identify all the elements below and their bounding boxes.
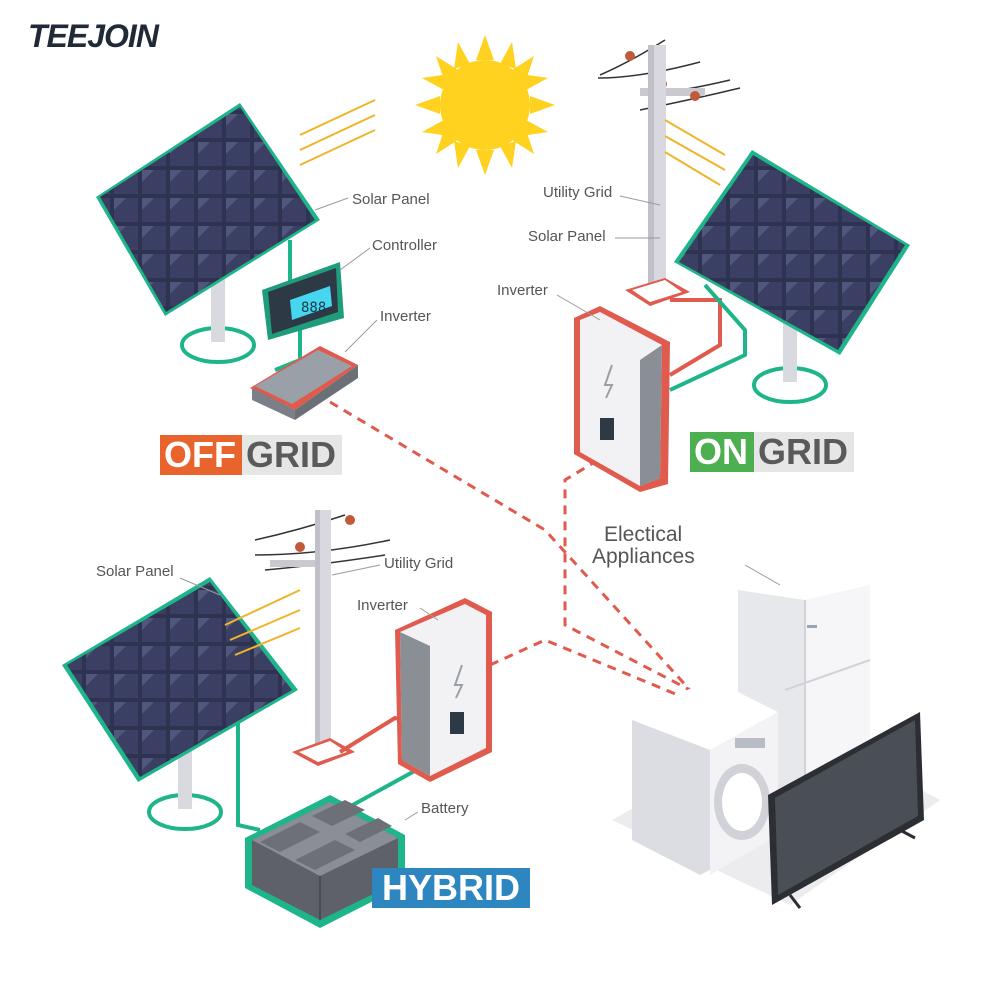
label-leader-lines	[179, 195, 781, 821]
ongrid-inverter-label: Inverter	[497, 282, 548, 299]
ongrid-badge-accent: ON	[690, 432, 754, 472]
ongrid-badge-rest: GRID	[754, 432, 854, 472]
hybrid-badge-text: HYBRID	[372, 868, 531, 908]
offgrid-solar-panel-label: Solar Panel	[352, 191, 430, 208]
hybrid-badge: HYBRID	[372, 868, 531, 908]
ongrid-utility-grid-label: Utility Grid	[543, 184, 613, 201]
ongrid-solar-panel-label: Solar Panel	[528, 228, 606, 245]
television-icon	[768, 712, 924, 909]
ongrid-to-appliances-line	[563, 458, 691, 692]
ongrid-sun-rays	[664, 119, 726, 186]
washing-machine-icon	[632, 678, 778, 875]
hybrid-battery-label: Battery	[421, 800, 469, 817]
hybrid-solar-panel	[62, 577, 298, 831]
hybrid-inverter-label: Inverter	[357, 597, 408, 614]
ongrid-solar-panel	[674, 150, 910, 404]
offgrid-solar-panel	[96, 103, 320, 364]
ongrid-utility-pole	[597, 39, 741, 306]
offgrid-controller: 888	[262, 262, 344, 340]
offgrid-badge: OFF GRID	[160, 435, 342, 475]
controller-display-digits: 888	[301, 300, 326, 316]
offgrid-to-appliances-line	[329, 400, 692, 692]
appliances-label-line2: Appliances	[592, 545, 695, 568]
hybrid-sun-rays	[224, 589, 301, 656]
hybrid-utility-pole	[254, 510, 391, 766]
ongrid-wires	[668, 283, 747, 392]
appliances-label-line1: Electical	[604, 523, 683, 546]
offgrid-inverter-label: Inverter	[380, 308, 431, 325]
hybrid-to-appliances-line	[489, 638, 691, 702]
ongrid-inverter	[574, 306, 670, 492]
hybrid-inverter	[395, 598, 492, 782]
offgrid-sun-rays	[299, 99, 376, 166]
offgrid-inverter	[250, 346, 358, 420]
offgrid-badge-accent: OFF	[160, 435, 242, 475]
ongrid-badge: ON GRID	[690, 432, 854, 472]
offgrid-badge-rest: GRID	[241, 435, 342, 475]
hybrid-battery-bank	[245, 795, 405, 928]
hybrid-solar-panel-label: Solar Panel	[96, 563, 174, 580]
sun-icon	[415, 35, 555, 175]
hybrid-utility-grid-label: Utility Grid	[384, 555, 454, 572]
offgrid-controller-label: Controller	[372, 237, 438, 254]
brand-logo: TEEJOIN	[28, 18, 159, 54]
ac-dashed-lines	[329, 400, 692, 702]
